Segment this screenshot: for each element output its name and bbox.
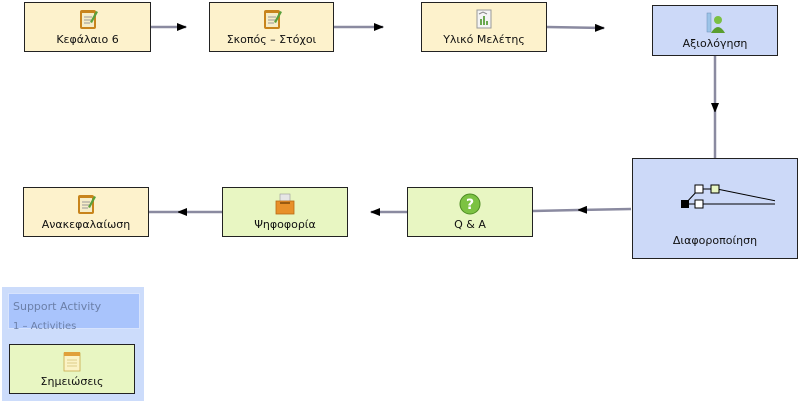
activity-voting[interactable]: Ψηφοφορία	[222, 187, 348, 237]
activity-summary[interactable]: Ανακεφαλαίωση	[23, 187, 149, 237]
activity-label: Κεφάλαιο 6	[56, 33, 119, 46]
activity-goals[interactable]: Σκοπός – Στόχοι	[209, 2, 334, 52]
activity-notes[interactable]: Σημειώσεις	[9, 344, 135, 394]
activity-qa[interactable]: ? Q & A	[407, 187, 533, 237]
activity-label: Ανακεφαλαίωση	[41, 218, 131, 231]
edge-material-assessment	[546, 23, 605, 32]
activity-material[interactable]: Υλικό Μελέτης	[421, 2, 547, 52]
activity-label: Αξιολόγηση	[682, 36, 748, 50]
ballot-box-icon	[275, 193, 295, 215]
support-activity-title: Support Activity	[13, 300, 102, 313]
question-icon: ?	[459, 193, 481, 215]
user-assessment-icon	[706, 12, 725, 33]
branching-differentiation[interactable]: Διαφοροποίηση	[632, 158, 798, 259]
notes-pad-icon	[63, 352, 81, 372]
activity-label: Σκοπός – Στόχοι	[226, 33, 317, 46]
svg-text:?: ?	[466, 197, 474, 213]
activity-label: Ψηφοφορία	[254, 218, 316, 231]
support-activity-header: Support Activity 1 – Activities	[8, 293, 140, 332]
notepad-icon	[79, 10, 98, 29]
activity-label: Q & A	[454, 218, 486, 231]
support-activity-subtitle: 1 – Activities	[13, 321, 77, 332]
support-activity-panel[interactable]: Support Activity 1 – Activities Σημειώσε…	[2, 287, 144, 401]
edge-differentiation-qa	[577, 205, 632, 214]
document-chart-icon	[476, 9, 492, 29]
notepad-icon	[263, 10, 282, 29]
branching-label: Διαφοροποίηση	[672, 234, 758, 247]
activity-assessment[interactable]: Αξιολόγηση	[652, 5, 778, 56]
activity-label: Σημειώσεις	[40, 375, 104, 388]
notepad-icon	[78, 195, 96, 214]
activity-label: Υλικό Μελέτης	[443, 33, 525, 46]
branching-icon	[681, 184, 775, 209]
activity-chapter[interactable]: Κεφάλαιο 6	[24, 2, 151, 52]
